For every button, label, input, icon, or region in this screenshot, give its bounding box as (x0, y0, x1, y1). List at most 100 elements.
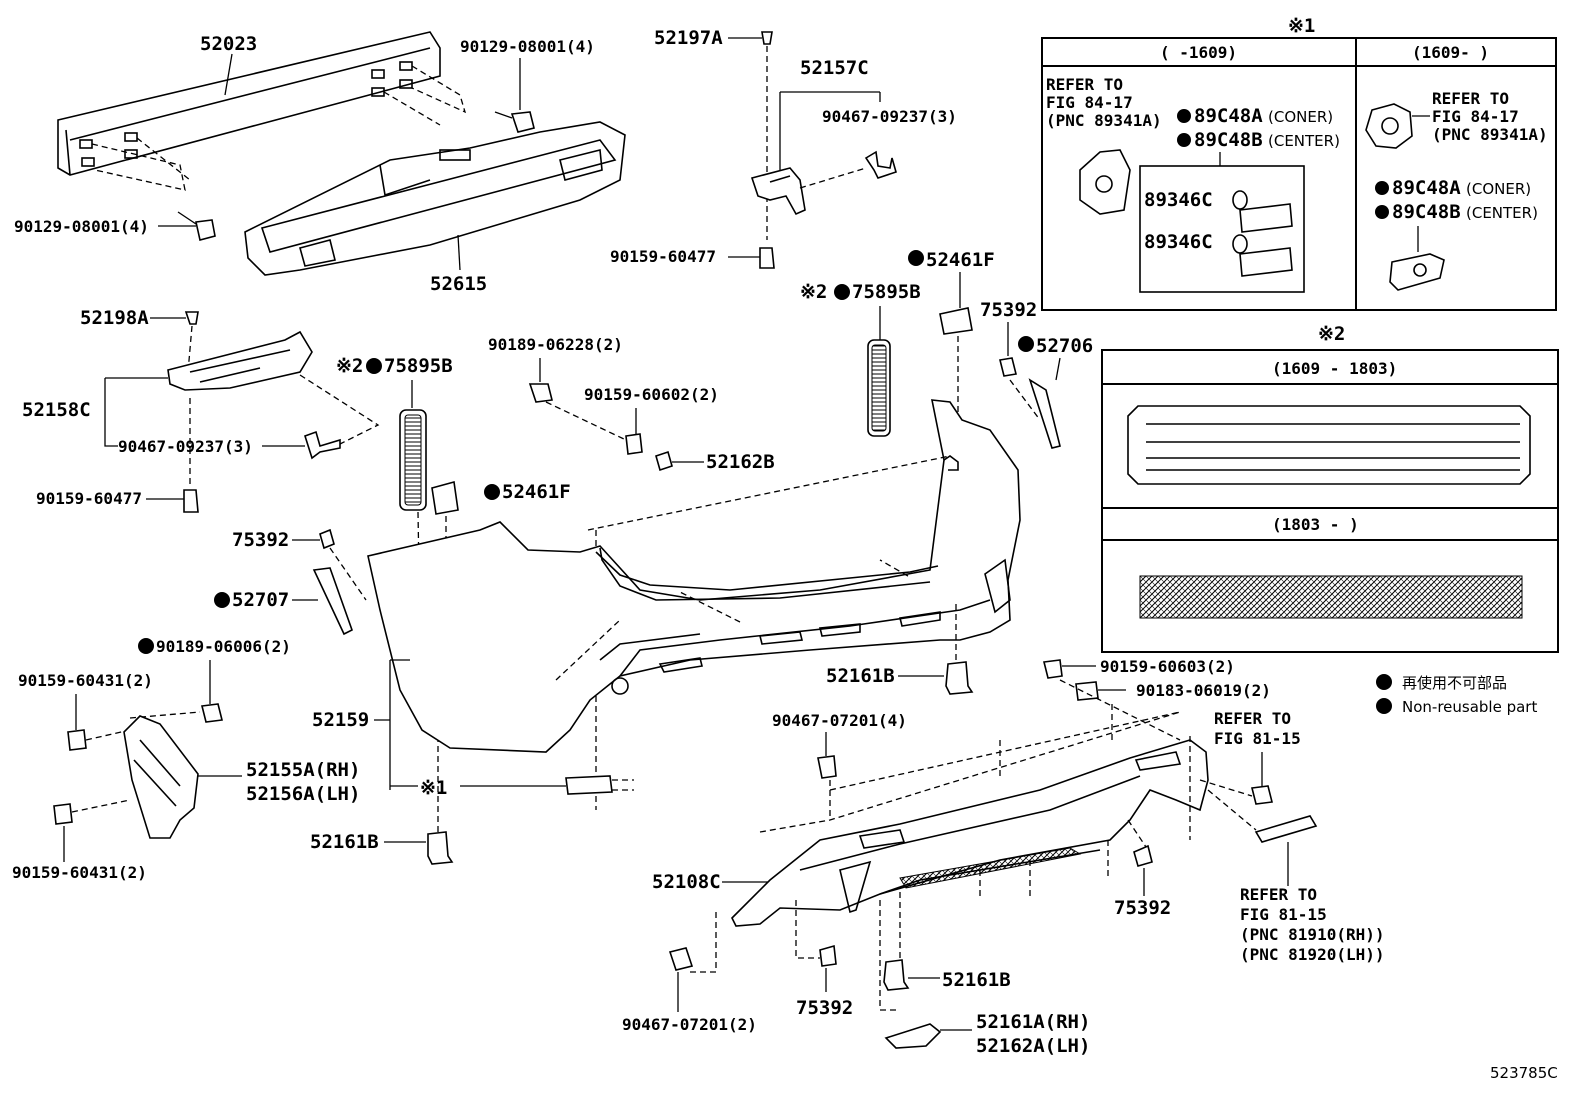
clip-52162B (655, 450, 673, 472)
label-52156A: 52156A(LH) (246, 783, 360, 805)
box1-89C48B-1: 89C48B (1194, 129, 1263, 151)
legend-jp: 再使用不可部品 (1402, 674, 1507, 692)
clip-90189-06228 (528, 383, 553, 403)
label-90159-60431-top: 90159-60431(2) (18, 671, 153, 690)
clip-90189-06006 (201, 703, 223, 723)
bolt-90129-left (177, 211, 216, 241)
clip-52197A (761, 31, 773, 45)
label-52461F-top: 52461F (926, 249, 995, 271)
legend-dot-jp (1376, 674, 1392, 690)
reinforcement-52023 (57, 31, 467, 191)
box1-89346C-a: 89346C (1144, 189, 1213, 211)
drawing-number: 523785C (1490, 1064, 1558, 1082)
box1-89C48A-1-note: (CONER) (1268, 108, 1333, 126)
box1-89C48A-2-note: (CONER) (1466, 180, 1531, 198)
label-75895B-left: 75895B (384, 355, 453, 377)
legend-dot-en (1376, 698, 1392, 714)
refer-8115-a-line2: FIG 81-15 (1214, 729, 1301, 748)
legend-en: Non-reusable part (1402, 698, 1537, 716)
label-75392-left: 75392 (232, 529, 289, 551)
label-90159-60602: 90159-60602(2) (584, 385, 719, 404)
label-90159-60477-top: 90159-60477 (610, 247, 716, 266)
bolt-90129-top (494, 111, 535, 133)
bracket-52155A (123, 715, 199, 839)
label-90183-06019: 90183-06019(2) (1136, 681, 1271, 700)
label-52197A: 52197A (654, 27, 723, 49)
label-52157C: 52157C (800, 57, 869, 79)
box2-row2-header: (1803 - ) (1272, 515, 1359, 534)
clip-refer-8115 (1251, 785, 1273, 805)
label-90189-06228: 90189-06228(2) (488, 335, 623, 354)
box1-89C48B-2-note: (CENTER) (1466, 204, 1538, 222)
pad-52461F-left (431, 480, 459, 515)
refer-8115-a-line1: REFER TO (1214, 709, 1291, 728)
screw-90159-60431-bot (53, 803, 73, 825)
reflector-1609-1803 (1127, 405, 1531, 485)
box1-89C48A-2: 89C48A (1392, 177, 1461, 199)
clip-52161B-left (427, 831, 454, 865)
box1-col2-header: (1609- ) (1412, 43, 1489, 62)
refer-8115-b-line1: REFER TO (1240, 885, 1317, 904)
box1-refer1-line2: FIG 84-17 (1046, 93, 1133, 112)
label-52162B: 52162B (706, 451, 775, 473)
mark-x2-left: ※2 (336, 355, 363, 377)
bracket-52157C (750, 167, 806, 216)
screw-90159-60603 (1043, 659, 1063, 679)
clip-75392-top (999, 357, 1017, 377)
box1-89C48A-1: 89C48A (1194, 105, 1263, 127)
bumper-cover-52159 (367, 399, 1021, 753)
label-90189-06006: 90189-06006(2) (156, 637, 291, 656)
note-box-1: ※1 ( -1609) (1609- ) REFER TO FIG 84-17 … (1041, 15, 1557, 311)
label-75392-top: 75392 (980, 299, 1037, 321)
box1-89C48B-1-note: (CENTER) (1268, 132, 1340, 150)
reflector-1803-on (1139, 575, 1523, 619)
label-52023: 52023 (200, 33, 257, 55)
clip-90467-top (864, 150, 897, 179)
sensor-holder (1389, 253, 1445, 291)
box1-refer2-line1: REFER TO (1432, 89, 1509, 108)
label-52161A: 52161A(RH) (976, 1011, 1090, 1033)
label-90467-07201-top: 90467-07201(4) (772, 711, 907, 730)
label-52161B-left: 52161B (310, 831, 379, 853)
clip-75392-bot (819, 944, 837, 967)
label-75895B-mid: 75895B (852, 281, 921, 303)
label-90129-top: 90129-08001(4) (460, 37, 595, 56)
clip-75392-right (1133, 844, 1153, 867)
label-52198A: 52198A (80, 307, 149, 329)
diffuser-52108C (731, 739, 1209, 927)
label-75392-bot: 75392 (796, 997, 853, 1019)
label-52706: 52706 (1036, 335, 1093, 357)
energy-absorber-52615 (244, 121, 626, 276)
label-75392-right: 75392 (1114, 897, 1171, 919)
label-90159-60603: 90159-60603(2) (1100, 657, 1235, 676)
clip-52161B-mid (945, 661, 974, 695)
refer-8115-b-line3: (PNC 81910(RH)) (1240, 925, 1385, 944)
label-90467-07201-bot: 90467-07201(2) (622, 1015, 757, 1034)
label-90159-60431-bot: 90159-60431(2) (12, 863, 147, 882)
mark-x1: ※1 (420, 777, 447, 799)
note-box-2: ※2 (1609 - 1803) (1803 - ) (1101, 323, 1559, 653)
box2-row1-header: (1609 - 1803) (1272, 359, 1397, 378)
clip-90467-07201-bot (668, 947, 694, 971)
box1-refer1-line1: REFER TO (1046, 75, 1123, 94)
label-52161B-bot: 52161B (942, 969, 1011, 991)
screw-90159-60431-top (67, 729, 87, 751)
clip-90467-left (304, 430, 341, 460)
clip-90183-06019 (1075, 681, 1099, 701)
refer-8115-b-line4: (PNC 81920(LH)) (1240, 945, 1385, 964)
reflector-52707 (312, 567, 353, 636)
clip-52161B-bot (883, 959, 910, 991)
label-52162A: 52162A(LH) (976, 1035, 1090, 1057)
clip-75392-left (319, 528, 335, 550)
box1-89346C-b: 89346C (1144, 231, 1213, 253)
clip-90467-07201-top (817, 755, 837, 779)
sensor-89341A-right (1365, 103, 1413, 149)
label-52108C: 52108C (652, 871, 721, 893)
box1-89C48B-2: 89C48B (1392, 201, 1461, 223)
box1-refer2-line3: (PNC 89341A) (1432, 125, 1548, 144)
sensor-89341A-left (1079, 149, 1131, 215)
box1-refer1-line3: (PNC 89341A) (1046, 111, 1162, 130)
label-90467-09237-left: 90467-09237(3) (118, 437, 253, 456)
